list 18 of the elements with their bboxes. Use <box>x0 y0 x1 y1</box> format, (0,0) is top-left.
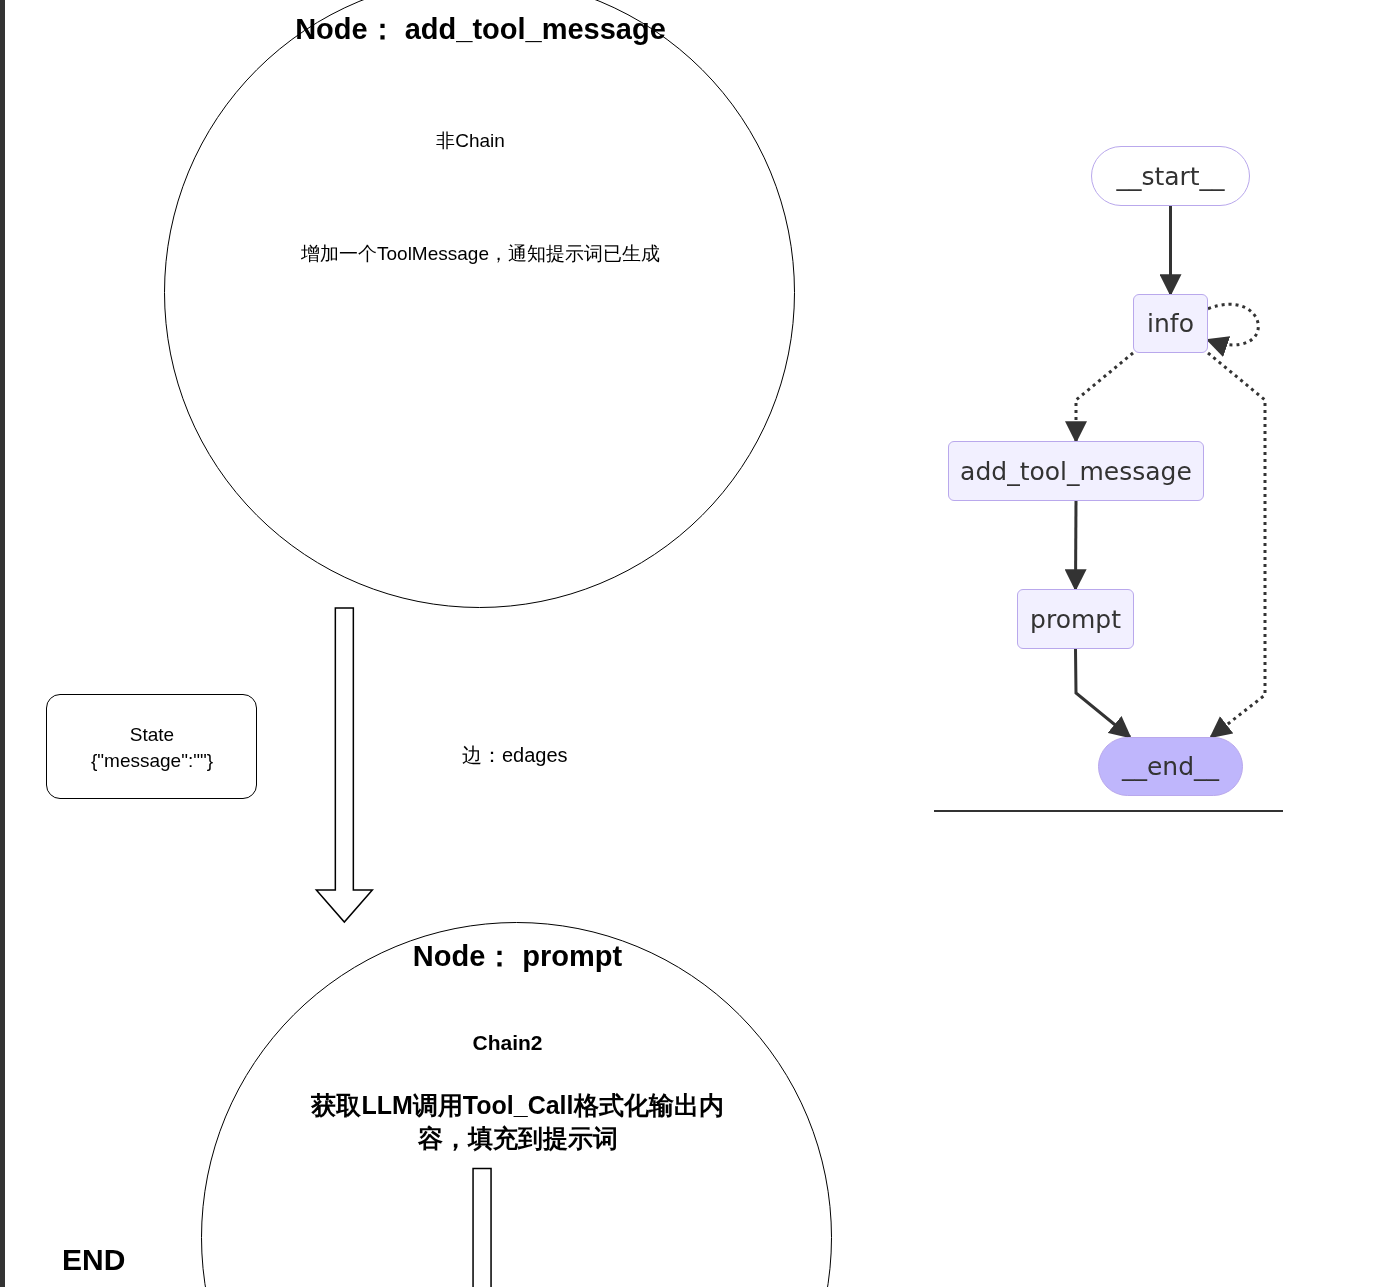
node-type: Chain2 <box>471 1031 544 1055</box>
arrow <box>1074 649 1132 739</box>
end-node: __end__ <box>1098 737 1243 796</box>
state-box <box>46 694 257 799</box>
graph-node: prompt <box>1017 589 1134 649</box>
arrow <box>1207 351 1267 739</box>
start-node: __start__ <box>1091 146 1250 206</box>
edge-caption: 边：edages <box>462 743 568 768</box>
graph-node: add_tool_message <box>948 441 1204 501</box>
node-type: 非Chain <box>435 129 506 153</box>
state-text: State {"message":""} <box>89 723 214 773</box>
node-title: Node： prompt <box>411 939 624 974</box>
end-label: END <box>62 1243 126 1277</box>
node-description: 获取LLM调用Tool_Call格式化输出内容，填充到提示词 <box>310 1090 725 1154</box>
block-arrow <box>472 1167 492 1287</box>
node-description: 增加一个ToolMessage，通知提示词已生成 <box>300 242 661 266</box>
block-arrow <box>314 607 374 924</box>
graph-node: info <box>1133 294 1208 353</box>
